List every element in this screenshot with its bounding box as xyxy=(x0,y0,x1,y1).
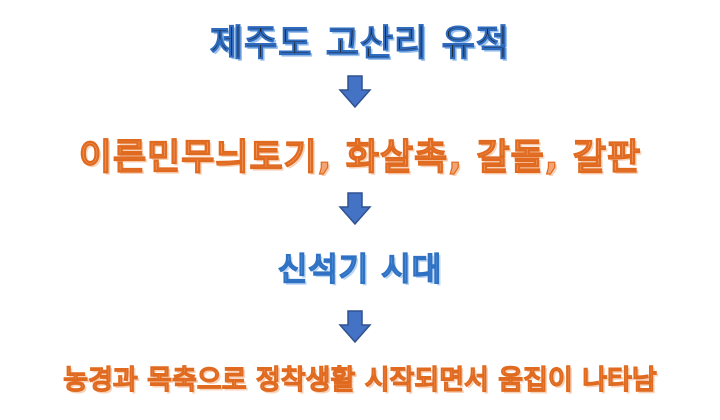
arrow-down-icon xyxy=(338,310,372,344)
arrow-down-icon xyxy=(338,192,372,226)
lifestyle-text: 농경과 목축으로 정착생활 시작되면서 움집이 나타남 xyxy=(63,365,657,397)
arrow-down-icon xyxy=(338,75,372,109)
artifacts-text: 이른민무늬토기, 화살촉, 갈돌, 갈판 xyxy=(78,136,642,178)
diagram-title: 제주도 고산리 유적 xyxy=(209,23,511,65)
era-text: 신석기 시대 xyxy=(277,249,443,288)
